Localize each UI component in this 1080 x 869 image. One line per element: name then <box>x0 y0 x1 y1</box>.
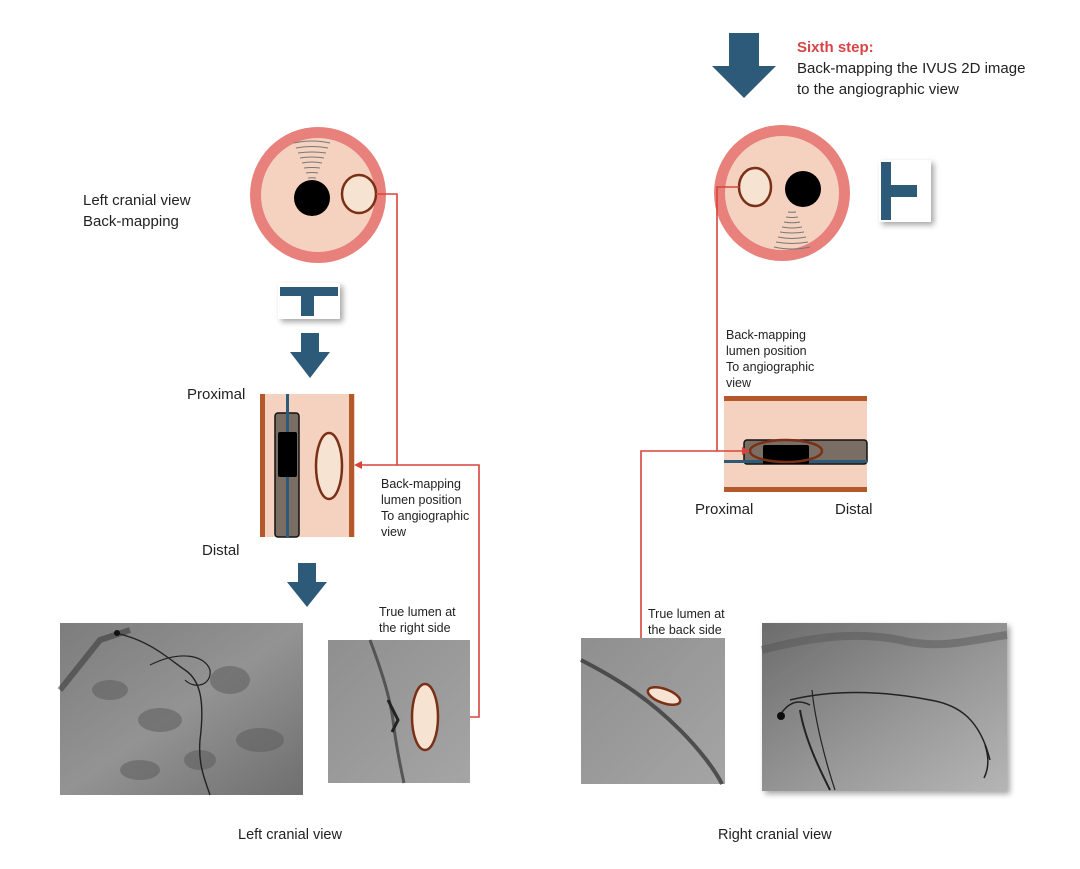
right-caption: Right cranial view <box>718 827 832 843</box>
right-true-lumen-label: True lumen at the back side <box>648 606 725 638</box>
step-down-arrow <box>712 33 776 98</box>
step-title: Sixth step: <box>797 39 874 56</box>
right-true-lumen-line: the back side <box>648 623 722 637</box>
left-backmap-label: Back-mapping lumen position To angiograp… <box>381 476 469 540</box>
left-backmap-line: Back-mapping <box>381 477 461 491</box>
left-proximal-label: Proximal <box>187 386 246 403</box>
right-proximal-label: Proximal <box>695 501 754 518</box>
true-lumen-ellipse-left <box>340 173 378 215</box>
orientation-t-icon-left <box>278 283 340 319</box>
angiogram-left-large <box>57 623 303 796</box>
ivus-crosssection-left <box>250 127 386 263</box>
left-view-line1: Left cranial view <box>83 192 191 209</box>
orientation-t-icon-right <box>879 160 931 222</box>
right-backmap-line: Back-mapping <box>726 328 806 342</box>
longitudinal-vessel-left <box>260 394 355 538</box>
down-arrow-left-2 <box>287 563 327 607</box>
right-distal-label: Distal <box>835 501 873 518</box>
right-backmap-label: Back-mapping lumen position To angiograp… <box>726 327 814 391</box>
angiogram-left-small <box>328 639 470 784</box>
true-lumen-longitudinal-left <box>314 431 344 501</box>
left-view-line2: Back-mapping <box>83 213 179 230</box>
right-backmap-line: view <box>726 376 752 390</box>
left-true-lumen-line: True lumen at <box>379 605 456 619</box>
ivus-crosssection-right <box>714 125 850 261</box>
left-backmap-line: To angiographic <box>381 509 470 523</box>
angiogram-right-small <box>580 638 725 785</box>
true-lumen-angio-right <box>646 685 682 707</box>
backmap-connector-left <box>358 193 480 718</box>
down-arrow-left-1 <box>290 333 330 378</box>
step-description-line2: to the angiographic view <box>797 81 959 98</box>
step-heading-block: Sixth step: Back-mapping the IVUS 2D ima… <box>797 37 1025 100</box>
longitudinal-vessel-right <box>724 396 868 492</box>
ivus-ultrasound-fan-left <box>293 140 331 179</box>
left-true-lumen-line: the right side <box>379 621 451 635</box>
ivus-ultrasound-fan-right <box>773 211 811 250</box>
left-true-lumen-label: True lumen at the right side <box>379 604 456 636</box>
right-backmap-line: lumen position <box>726 344 807 358</box>
step-description-line1: Back-mapping the IVUS 2D image <box>797 60 1026 77</box>
right-true-lumen-line: True lumen at <box>648 607 725 621</box>
right-backmap-line: To angiographic <box>726 360 815 374</box>
true-lumen-angio-left <box>410 682 440 752</box>
left-backmap-line: lumen position <box>381 493 462 507</box>
angiogram-right-large <box>760 623 1008 791</box>
left-distal-label: Distal <box>202 542 240 559</box>
left-view-label: Left cranial view Back-mapping <box>83 190 191 232</box>
left-caption: Left cranial view <box>238 827 342 843</box>
true-lumen-ellipse-right <box>737 166 773 208</box>
left-backmap-line: view <box>381 525 407 539</box>
